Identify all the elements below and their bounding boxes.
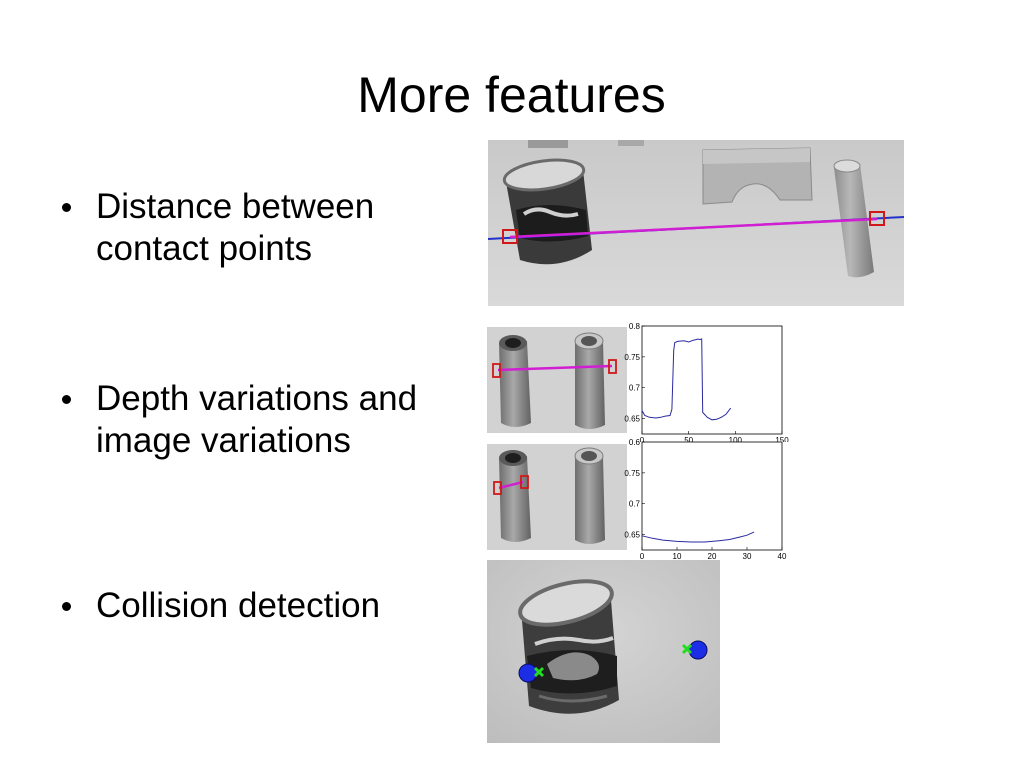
collision-dot-left xyxy=(518,663,538,683)
bullet-dot xyxy=(62,203,71,212)
bullet-line: Distance between xyxy=(96,187,375,226)
y-tick-label: 0.7 xyxy=(629,500,641,509)
photo-depth-wide xyxy=(487,327,627,433)
collision-mark-left xyxy=(533,666,545,678)
x-tick-label: 0 xyxy=(640,436,645,442)
bullet-line: Depth variations and xyxy=(96,379,418,418)
x-tick-label: 100 xyxy=(729,436,743,442)
y-tick-label: 0.75 xyxy=(624,353,640,362)
x-tick-label: 0 xyxy=(640,552,645,560)
photo-collision xyxy=(487,560,720,743)
y-tick-label: 0.65 xyxy=(624,531,640,540)
plot-series-line xyxy=(641,531,755,543)
photo-depth-narrow xyxy=(487,444,627,550)
bullet-line: contact points xyxy=(96,229,312,268)
y-tick-label: 0.6 xyxy=(629,438,641,447)
plot-series-line xyxy=(641,338,732,421)
photo-contact-distance xyxy=(488,140,904,306)
x-tick-label: 20 xyxy=(708,552,717,560)
bullet-line: image variations xyxy=(96,421,351,460)
plot-frame xyxy=(641,325,783,435)
bullet-line: Collision detection xyxy=(96,586,381,625)
y-tick-label: 0.75 xyxy=(624,469,640,478)
y-tick-label: 0.7 xyxy=(629,384,641,393)
x-tick-label: 150 xyxy=(775,436,789,442)
y-tick-label: 0.8 xyxy=(629,322,641,331)
x-tick-label: 10 xyxy=(673,552,682,560)
x-tick-label: 50 xyxy=(684,436,693,442)
collision-mark-right xyxy=(681,643,693,655)
depth-plot-wide: 0.8 0.75 0.7 0.65 0 50 100 150 xyxy=(624,322,789,442)
x-tick-label: 40 xyxy=(778,552,787,560)
plot-frame xyxy=(641,441,783,551)
collision-dot-right xyxy=(688,640,708,660)
slide-title: More features xyxy=(357,67,666,123)
bullet-dot xyxy=(62,602,71,611)
depth-plot-narrow: 0.6 0.75 0.7 0.65 0 10 20 30 40 xyxy=(624,438,787,560)
y-tick-label: 0.65 xyxy=(624,415,640,424)
bullet-dot xyxy=(62,395,71,404)
x-tick-label: 30 xyxy=(743,552,752,560)
